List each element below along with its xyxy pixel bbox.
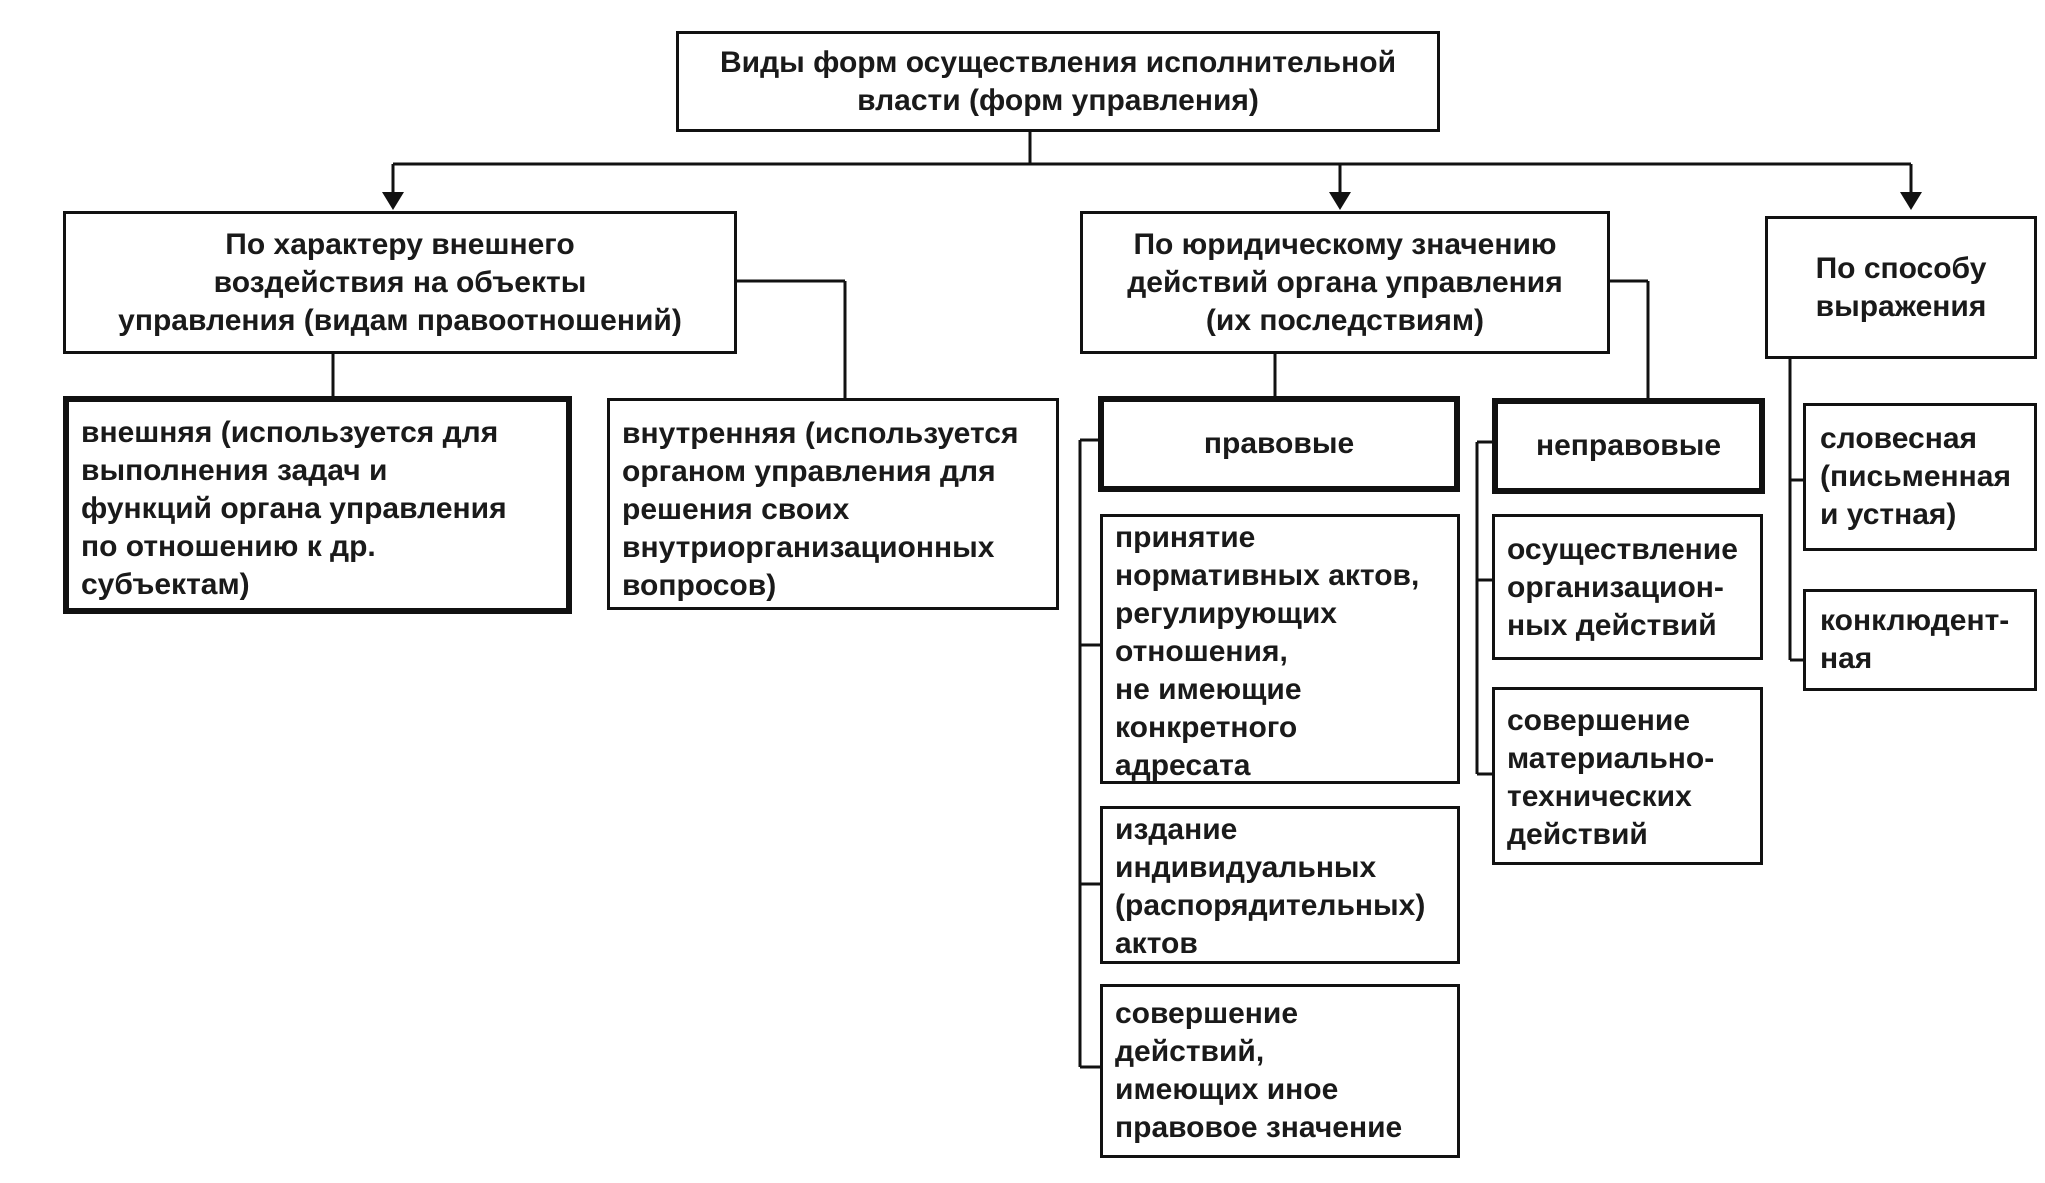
normative-line-7: адресата	[1115, 749, 1251, 782]
material-line-2: материально-	[1507, 742, 1715, 775]
other-actions-line-1: совершение	[1115, 997, 1299, 1030]
root-node: Виды форм осуществления исполнительной в…	[676, 31, 1440, 132]
normative-rest: актов,	[1319, 559, 1420, 592]
organizational-line-3: ных действий	[1507, 609, 1717, 642]
legal-item-normative: принятие нормативных актов, регулирующих…	[1100, 514, 1460, 784]
external-line-3: функций органа управления	[81, 492, 507, 525]
other-actions-line-4: правовое значение	[1115, 1111, 1403, 1144]
arrowheads	[382, 192, 1922, 210]
verbal-line-3: и устная)	[1820, 498, 1957, 531]
category-legal-significance: По юридическому значению действий органа…	[1080, 211, 1610, 354]
cat2-line-2: действий органа управления	[1127, 265, 1563, 299]
legal-item-individual: издание индивидуальных (распорядительных…	[1100, 806, 1460, 964]
arrow-to-cat2	[1329, 192, 1351, 210]
conclusive-line-1: конклюдент-	[1820, 604, 2010, 637]
material-line-3: технических	[1507, 780, 1692, 813]
cat2-line-3: (их последствиям)	[1205, 303, 1485, 337]
other-actions-line-3: имеющих иное	[1115, 1073, 1339, 1106]
external-line-1: внешняя (используется для	[81, 416, 499, 449]
cat3-line-1: По способу	[1815, 251, 1987, 285]
cat3-line-2: выражения	[1815, 289, 1987, 323]
normative-line-4: отношения,	[1115, 635, 1288, 668]
cat1-line-1: По характеру внешнего	[225, 227, 575, 261]
external-line-5: субъектам)	[81, 568, 250, 601]
individual-bold: индивидуальных	[1115, 851, 1377, 884]
root-line-2: власти (форм управления)	[857, 83, 1259, 117]
material-line-4: действий	[1507, 818, 1648, 851]
category-expression-method: По способу выражения	[1765, 216, 2037, 359]
verbal-line-2: (письменная	[1820, 460, 2011, 493]
node-nonlegal: неправовые	[1492, 398, 1765, 494]
category-external-impact: По характеру внешнего воздействия на объ…	[63, 211, 737, 354]
organizational-line-2: организацион-	[1507, 571, 1724, 604]
normative-line-1: принятие	[1115, 521, 1256, 554]
individual-line-1: издание	[1115, 813, 1238, 846]
arrow-to-cat1	[382, 192, 404, 210]
nonlegal-title: неправовые	[1535, 429, 1722, 462]
normative-bold: нормативных	[1115, 559, 1320, 592]
individual-line-4: актов	[1115, 927, 1198, 960]
nonlegal-item-material-technical: совершение материально- технических дейс…	[1492, 687, 1763, 865]
node-verbal: словесная (письменная и устная)	[1803, 403, 2037, 551]
internal-line-3: решения своих	[622, 493, 850, 526]
node-internal: внутренняя (используется органом управле…	[607, 398, 1059, 610]
internal-line-5: вопросов)	[622, 569, 777, 602]
legal-title: правовые	[1203, 427, 1355, 460]
external-line-2: выполнения задач и	[81, 454, 388, 487]
material-line-1: совершение	[1507, 704, 1691, 737]
cat2-line-1: По юридическому значению	[1133, 227, 1557, 261]
cat1-line-3: управления (видам правоотношений)	[118, 303, 682, 337]
individual-line-3: (распорядительных)	[1115, 889, 1426, 922]
internal-line-4: внутриорганизационных	[622, 531, 995, 564]
internal-line-1: внутренняя (используется	[622, 417, 1019, 450]
organizational-line-1: осуществление	[1507, 533, 1738, 566]
normative-line-6: конкретного	[1115, 711, 1298, 744]
other-actions-line-2: действий,	[1115, 1035, 1265, 1068]
normative-line-5: не имеющие	[1115, 673, 1302, 706]
external-line-4: по отношению к др.	[81, 530, 376, 563]
arrow-to-cat3	[1900, 192, 1922, 210]
node-external: внешняя (используется для выполнения зад…	[63, 396, 572, 614]
node-conclusive: конклюдент- ная	[1803, 589, 2037, 691]
normative-line-3: регулирующих	[1115, 597, 1337, 630]
node-legal: правовые	[1098, 396, 1460, 492]
verbal-line-1: словесная	[1820, 422, 1978, 455]
cat1-line-2: воздействия на объекты	[213, 265, 587, 299]
root-line-1: Виды форм осуществления исполнительной	[719, 45, 1397, 79]
internal-line-2: органом управления для	[622, 455, 996, 488]
nonlegal-item-organizational: осуществление организацион- ных действий	[1492, 514, 1763, 660]
conclusive-line-2: ная	[1820, 642, 1873, 675]
legal-item-other-actions: совершение действий, имеющих иное правов…	[1100, 984, 1460, 1158]
